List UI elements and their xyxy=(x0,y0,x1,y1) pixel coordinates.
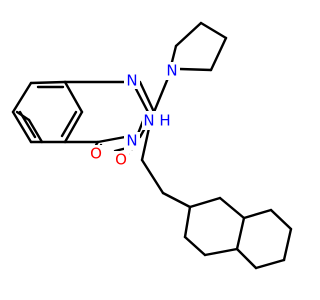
bond-naphthyl-a2 xyxy=(183,235,207,257)
n-ring-3-halo xyxy=(124,132,140,150)
bond-carbonyl-ch2 xyxy=(140,158,165,195)
bond-naphthyl-b5 xyxy=(242,208,273,220)
bond-benzo-fusion xyxy=(63,80,84,114)
bond-naphthyl-a4 xyxy=(235,216,246,251)
o-amide-halo xyxy=(113,151,129,169)
molecule-structure-diagram: N N N O N H O xyxy=(11,21,293,270)
bond-quinazoline-n3-c4 xyxy=(96,135,127,144)
bond-benzo-fusion-bottom xyxy=(63,110,84,144)
atom-label-n-ring-1: N xyxy=(126,72,137,90)
n-amide-halo xyxy=(142,111,174,130)
bond-ch2-naphthyl xyxy=(161,191,192,209)
molecule-canvas: N N N O N H O xyxy=(11,21,293,270)
bond-naphthyl-b1 xyxy=(235,247,258,270)
bond-pyrrolidine-ring-3 xyxy=(199,21,228,40)
bond-pyrrolidine-ring-2 xyxy=(209,36,228,72)
bond-namide-carbonyl xyxy=(140,126,151,162)
bond-quinazoline-n1-c2 xyxy=(138,80,156,114)
bond-pyrrolidine-ring-5 xyxy=(170,44,178,64)
bond-naphthyl-a5 xyxy=(218,196,246,220)
bond-naphthyl-a1 xyxy=(183,205,192,239)
n-pyrrolidine-halo xyxy=(164,62,180,80)
atom-label-h-amide: H xyxy=(159,112,170,130)
bond-benzo-top-left xyxy=(29,80,67,85)
bond-naphthyl-b4 xyxy=(269,208,293,231)
bond-benzo-fusion-inner xyxy=(60,110,78,138)
atom-label-n-amide: N xyxy=(143,112,154,130)
bond-naphthyl-a6 xyxy=(188,196,222,209)
bond-naphthyl-a3 xyxy=(203,247,239,257)
atom-label-n-ring-3: N xyxy=(126,132,137,150)
atom-label-o-amide: O xyxy=(115,151,127,169)
atom-label-layer: N N N O N H O xyxy=(88,62,180,169)
bond-benzo-left-top xyxy=(11,81,33,114)
atom-label-n-pyrrolidine: N xyxy=(166,62,177,80)
bond-pyrrolidine-ring-1 xyxy=(178,67,213,72)
bond-layer xyxy=(11,21,293,270)
bond-benzo-left-bottom xyxy=(11,110,33,144)
bond-ring-2-double-2 xyxy=(15,110,31,122)
n-ring-1-halo xyxy=(124,71,140,89)
o-ring-halo xyxy=(88,145,104,163)
bond-ring-2-double xyxy=(27,118,44,144)
bond-quinazoline-c4-o xyxy=(94,140,100,147)
bond-naphthyl-b3 xyxy=(282,227,293,262)
atom-label-o-ring: O xyxy=(90,145,102,163)
bond-pyrrolidine-link xyxy=(152,76,170,114)
bond-quinazoline-n1-c2-inner xyxy=(134,87,150,114)
bond-naphthyl-b2 xyxy=(254,258,286,270)
bond-pyrrolidine-ring-4 xyxy=(174,21,203,48)
